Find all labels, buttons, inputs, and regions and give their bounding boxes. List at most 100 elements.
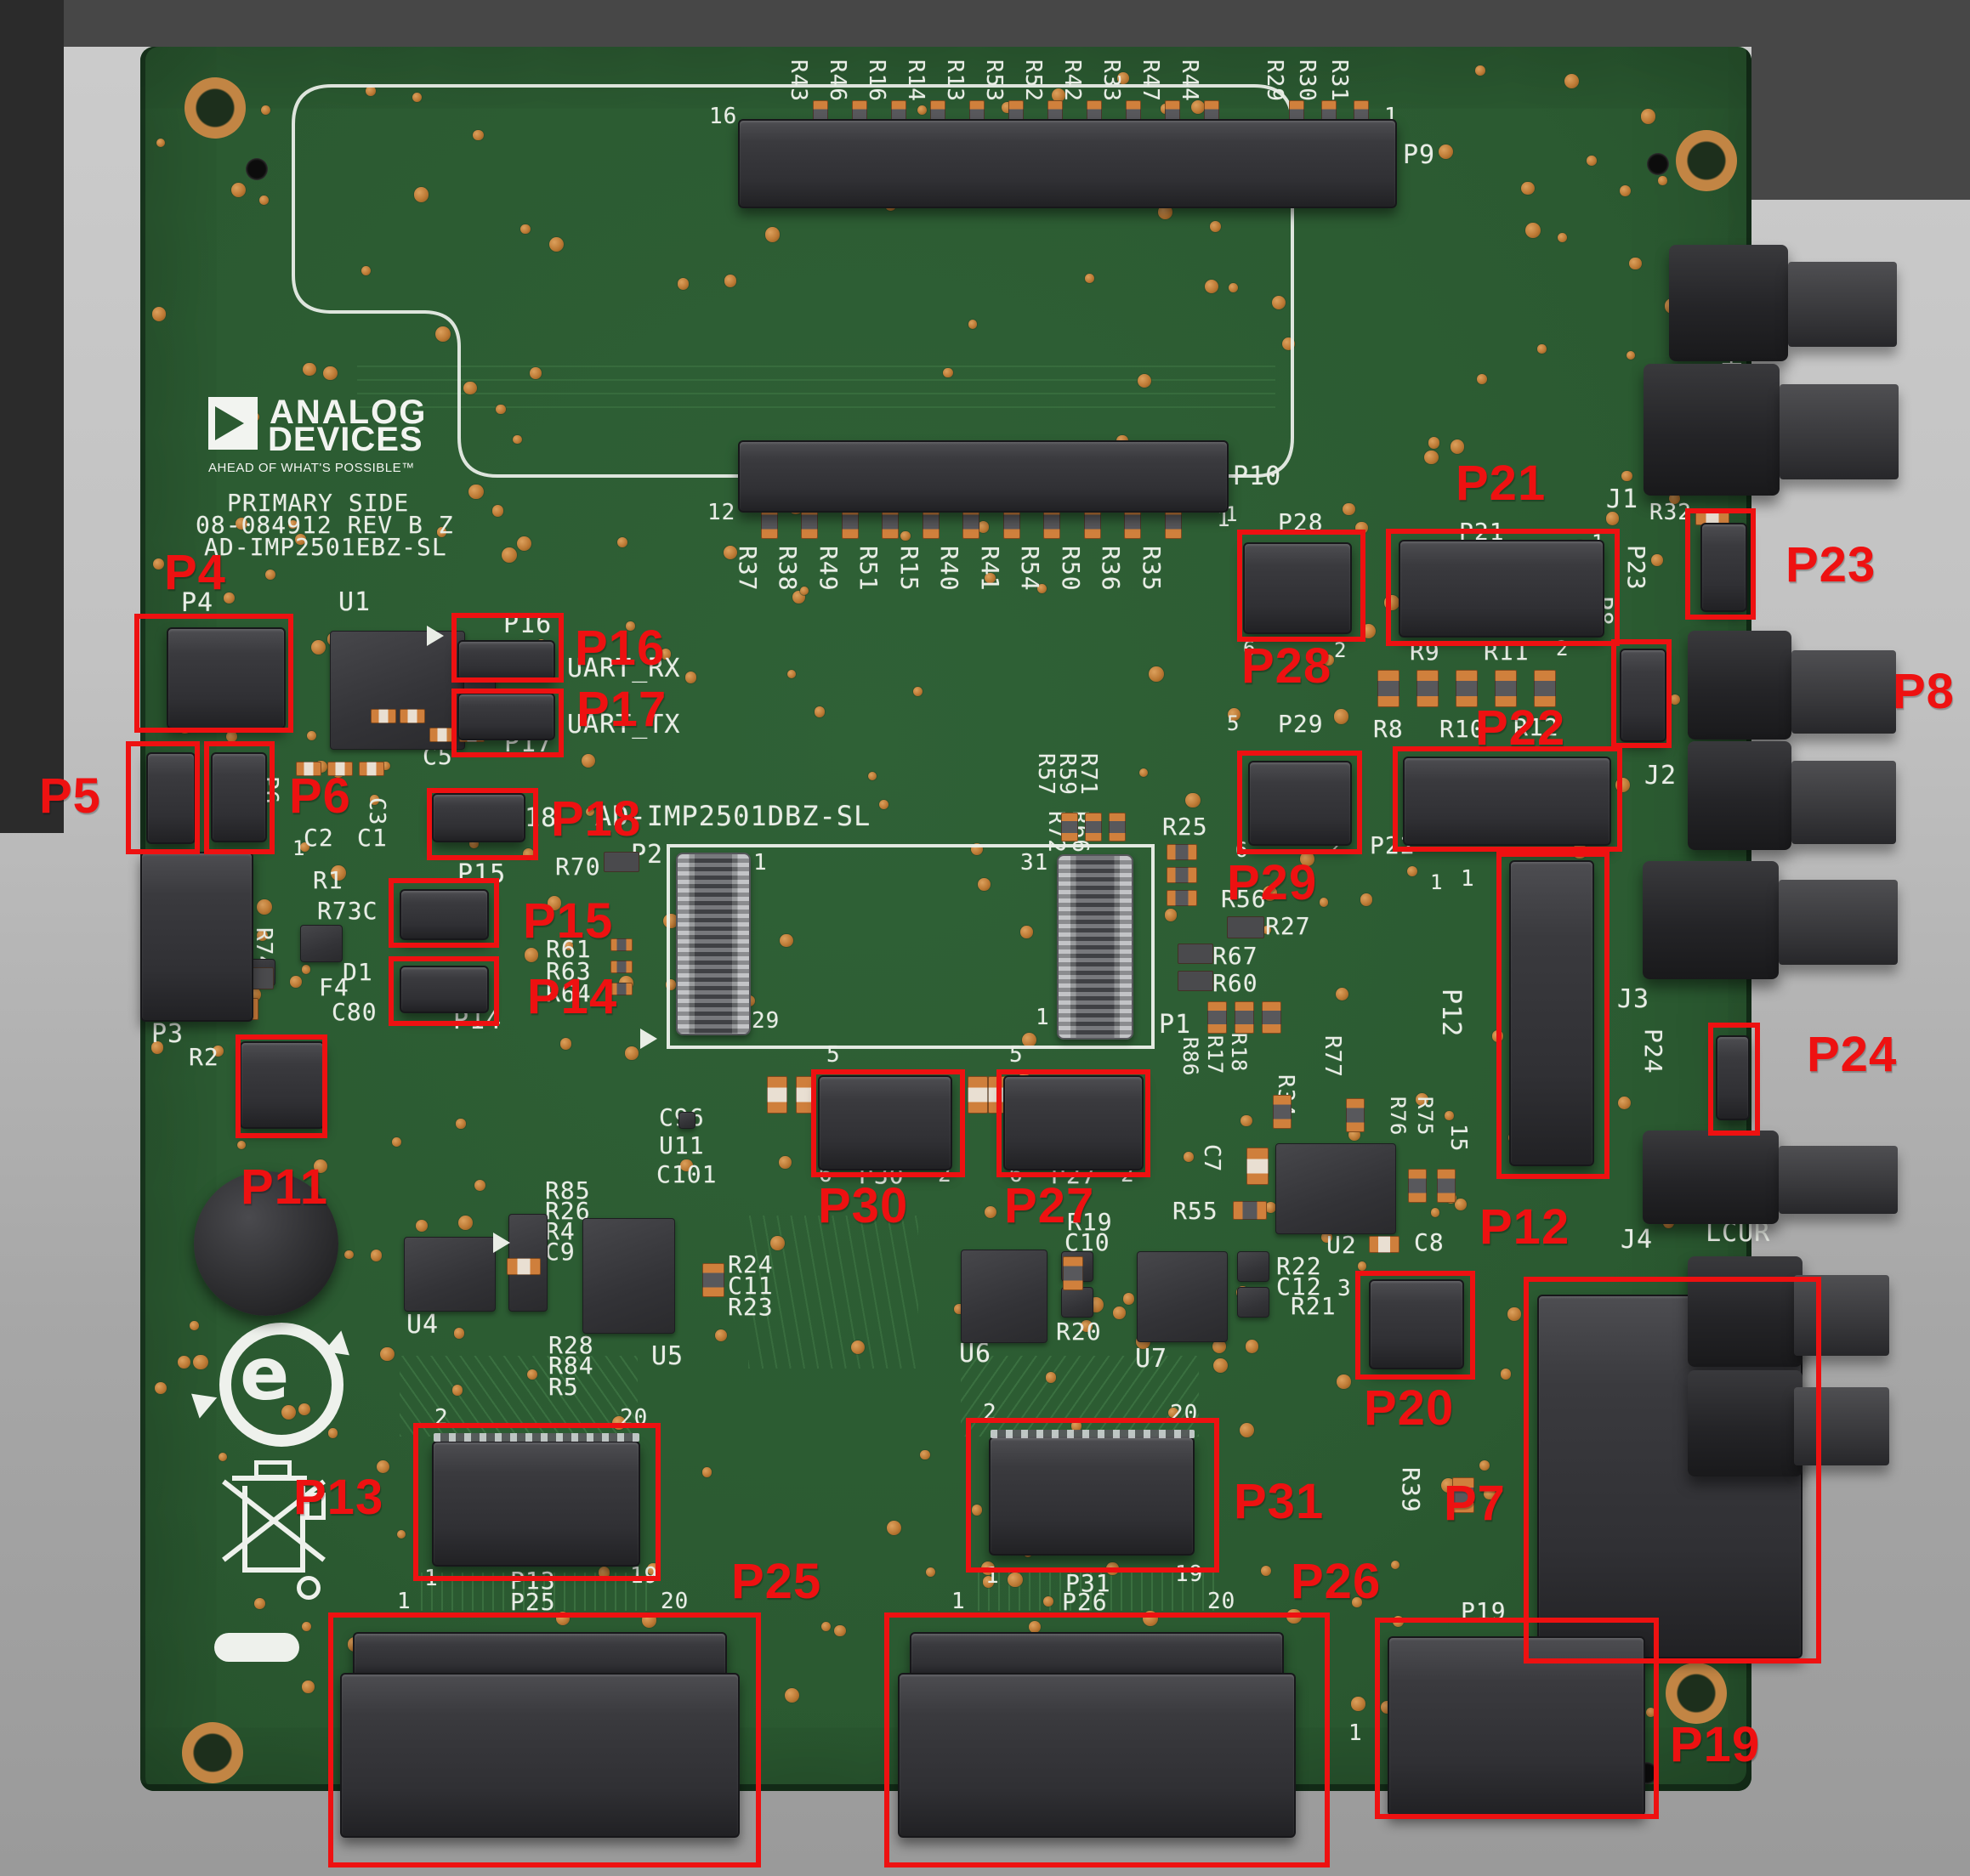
jack-j3-jack-a xyxy=(1643,861,1779,979)
copper-via xyxy=(1351,1597,1362,1608)
silkscreen-r67: R67 xyxy=(1212,942,1258,970)
copper-via xyxy=(1323,655,1335,666)
silkscreen-j4: J4 xyxy=(1621,1225,1654,1255)
silkscreen-ad-imp2501dbz-sl: AD-IMP2501DBZ-SL xyxy=(595,800,871,832)
copper-via xyxy=(868,772,877,781)
silkscreen-1: 1 xyxy=(292,836,306,860)
copper-via xyxy=(1320,1231,1332,1243)
copper-via xyxy=(495,404,506,415)
copper-via xyxy=(287,519,298,530)
copper-via xyxy=(253,1598,265,1610)
silkscreen-r85: R85 xyxy=(545,1176,591,1204)
silkscreen-r44: R44 xyxy=(1177,60,1202,102)
unpopulated-pad xyxy=(604,852,639,872)
copper-via xyxy=(1213,1358,1229,1374)
chip-6 xyxy=(1275,1143,1396,1234)
copper-via xyxy=(1351,1697,1365,1711)
copper-via xyxy=(416,1220,429,1233)
connector-p26 xyxy=(898,1673,1296,1838)
silkscreen-1: 1 xyxy=(753,850,768,876)
copper-via xyxy=(917,105,927,115)
annotation-label-p16: P16 xyxy=(575,621,666,676)
copper-via xyxy=(786,670,797,679)
copper-via xyxy=(1335,987,1348,1001)
smd-passive xyxy=(1437,1169,1456,1203)
pin1-triangle-icon xyxy=(427,626,444,646)
annotation-box-p20 xyxy=(1355,1271,1475,1380)
silkscreen-r49: R49 xyxy=(815,546,843,592)
annotation-box-p30 xyxy=(811,1069,965,1177)
copper-via xyxy=(473,129,484,141)
silkscreen-p31: P31 xyxy=(1065,1569,1111,1597)
silkscreen-1: 1 xyxy=(1036,1005,1050,1030)
copper-via xyxy=(256,898,272,915)
silkscreen-r27: R27 xyxy=(1265,912,1311,940)
silkscreen-r35: R35 xyxy=(1138,546,1166,592)
connector-p3 xyxy=(140,852,253,1022)
silkscreen-r76: R76 xyxy=(1386,1097,1410,1136)
copper-via xyxy=(451,1385,463,1396)
copper-via xyxy=(513,434,523,445)
copper-via xyxy=(1391,1560,1400,1569)
silkscreen-r37: R37 xyxy=(734,546,762,592)
silkscreen-r31: R31 xyxy=(1326,60,1352,102)
copper-via xyxy=(235,518,247,530)
connector-p9 xyxy=(738,119,1397,208)
copper-via xyxy=(1164,909,1178,921)
copper-via xyxy=(259,196,270,206)
copper-via xyxy=(598,1566,610,1578)
annotation-label-p14: P14 xyxy=(527,969,618,1024)
silkscreen-r5: R5 xyxy=(548,1373,579,1401)
jack-j4-jack-a xyxy=(1688,1256,1803,1367)
copper-via xyxy=(1117,71,1129,84)
copper-via xyxy=(302,362,316,377)
copper-via xyxy=(463,382,477,395)
silkscreen-r56: R56 xyxy=(1221,885,1267,913)
copper-via xyxy=(1045,1372,1057,1383)
copper-via xyxy=(1450,439,1465,454)
silkscreen-bar xyxy=(214,1633,299,1662)
connector-p24 xyxy=(1716,1035,1750,1120)
jack-j2-jack-b xyxy=(1688,741,1791,850)
annotation-box-p12 xyxy=(1496,852,1609,1179)
silkscreen-r2: R2 xyxy=(189,1043,219,1071)
copper-via xyxy=(436,527,446,537)
silkscreen-3: 3 xyxy=(1337,1276,1352,1301)
unpopulated-pad xyxy=(1178,944,1213,964)
logo-line1: ANALOG xyxy=(270,394,428,431)
silkscreen-c2: C2 xyxy=(304,824,334,852)
connector-p20 xyxy=(1369,1279,1464,1369)
silkscreen-r41: R41 xyxy=(976,546,1004,592)
annotation-label-p12: P12 xyxy=(1479,1199,1570,1255)
copper-via xyxy=(764,227,780,242)
silkscreen-c11: C11 xyxy=(728,1272,774,1300)
silkscreen-r19: R19 xyxy=(1067,1208,1113,1236)
copper-via xyxy=(1357,1261,1367,1271)
copper-via xyxy=(474,1179,486,1192)
copper-via xyxy=(1500,1369,1511,1380)
silkscreen-u1: U1 xyxy=(338,587,372,617)
unpopulated-pad xyxy=(1227,916,1264,938)
copper-via xyxy=(290,976,302,988)
annotation-label-p29: P29 xyxy=(1227,855,1318,910)
smd-passive xyxy=(1109,813,1126,842)
silkscreen-r86: R86 xyxy=(1178,1037,1202,1077)
china-rohs-e-recycle-icon: e xyxy=(182,1314,359,1447)
silkscreen-r16: R16 xyxy=(864,60,889,102)
copper-via xyxy=(327,1427,338,1438)
silkscreen-12: 12 xyxy=(707,500,736,525)
annotation-box-p18 xyxy=(427,788,538,860)
copper-via xyxy=(1537,344,1547,354)
copper-via xyxy=(821,1622,832,1632)
copper-via xyxy=(581,754,595,768)
annotation-box-p27 xyxy=(996,1069,1150,1177)
copper-via xyxy=(677,278,690,290)
silkscreen-r70: R70 xyxy=(555,853,601,881)
copper-via xyxy=(1619,185,1632,197)
copper-via xyxy=(366,86,377,97)
smd-passive xyxy=(1408,1169,1427,1203)
copper-via xyxy=(1669,694,1680,706)
annotation-label-p19: P19 xyxy=(1670,1717,1761,1772)
annotation-box-p16 xyxy=(451,613,564,683)
silkscreen-r21: R21 xyxy=(1291,1292,1337,1320)
